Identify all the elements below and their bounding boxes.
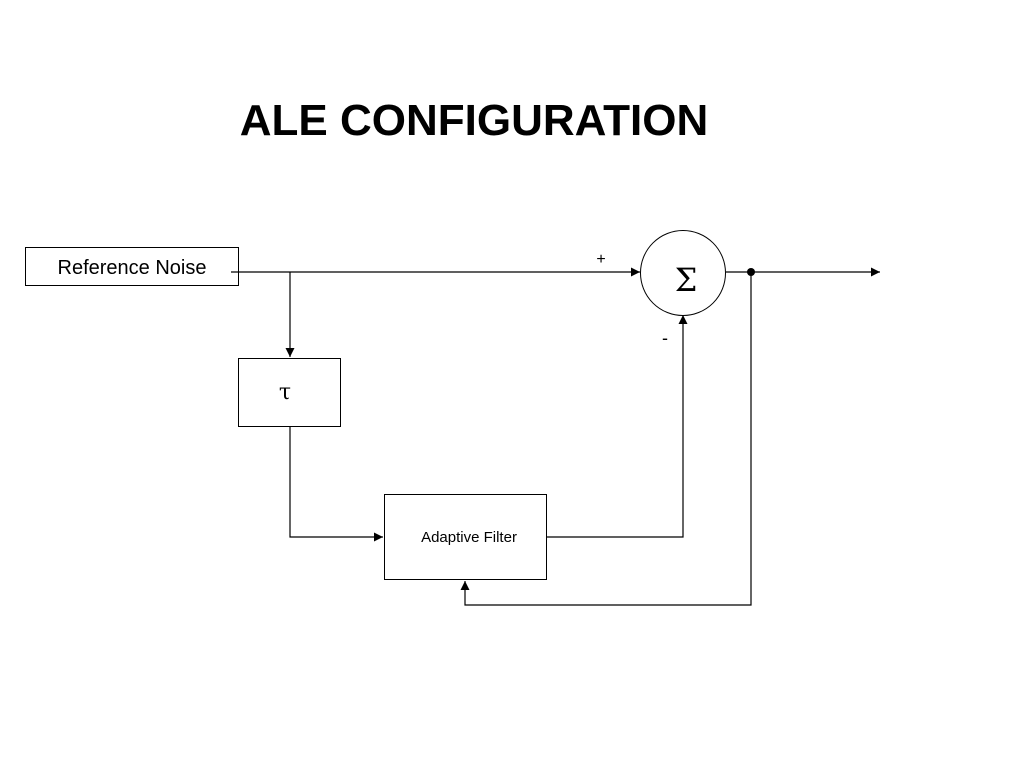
delay-to-filter-line	[289, 427, 383, 542]
reference-noise-label: Reference Noise	[58, 257, 207, 279]
adaptive-filter-label: Adaptive Filter	[421, 529, 517, 546]
adaptive-filter-box	[384, 494, 547, 580]
reference-noise-box	[25, 247, 239, 286]
error-feedback-line	[460, 272, 752, 606]
delay-tau-label: τ	[279, 380, 291, 405]
summer-sigma: Σ	[675, 261, 698, 299]
filter-to-summer-line	[547, 315, 688, 538]
summer-circle	[640, 230, 726, 316]
page-title: ALE CONFIGURATION	[239, 96, 709, 145]
plus-sign: +	[596, 251, 605, 268]
delay-box	[238, 358, 341, 427]
minus-sign: -	[662, 328, 668, 348]
